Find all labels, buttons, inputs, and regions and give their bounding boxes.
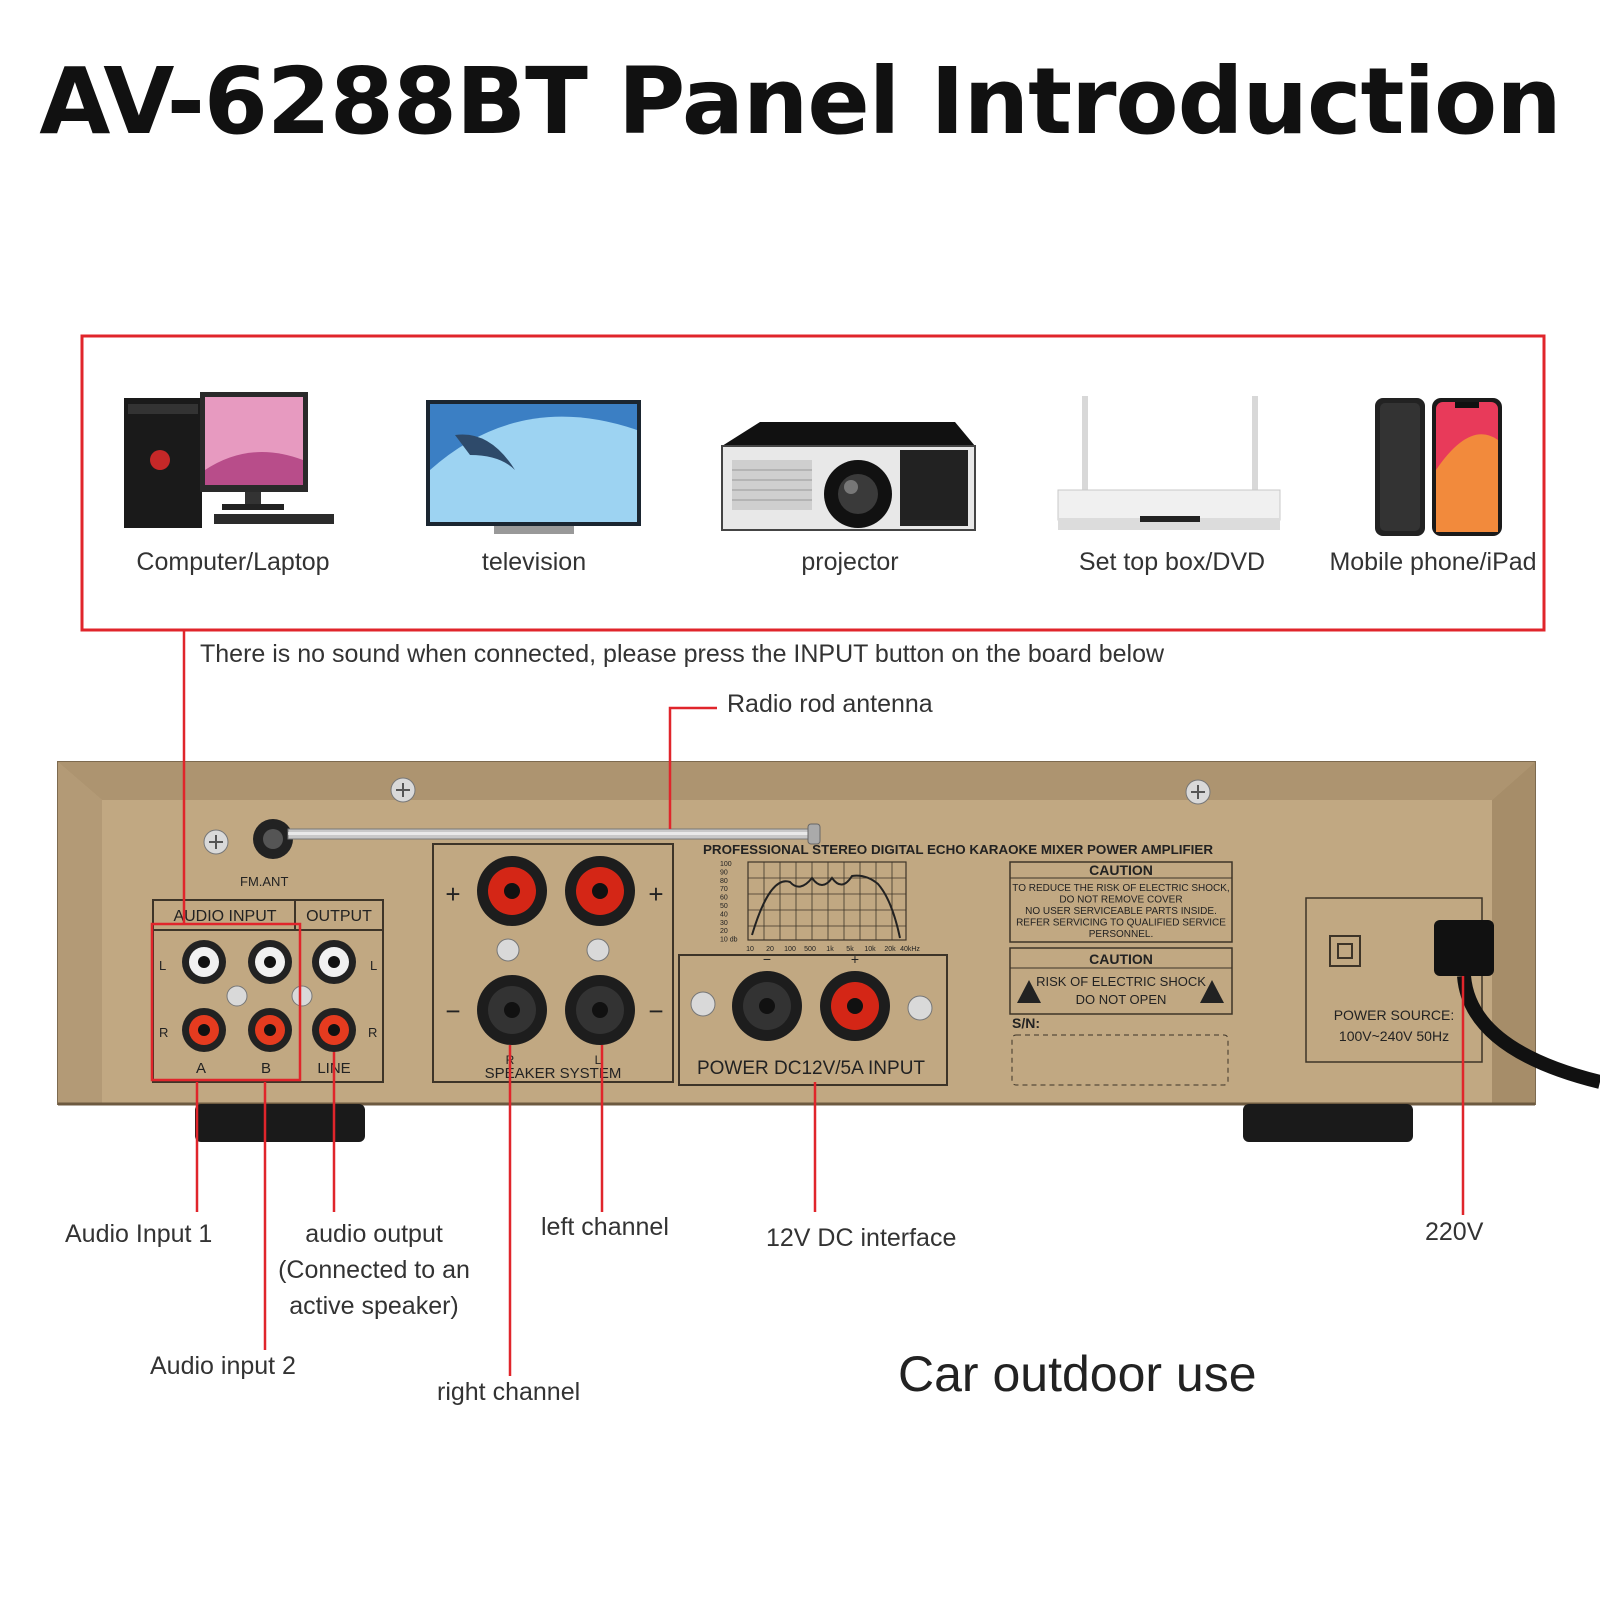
source-devices-frame (80, 334, 1546, 632)
rca-jack-output-right (312, 1008, 356, 1052)
audio-input-highlight (150, 922, 302, 1082)
jack-b-label: B (261, 1060, 271, 1077)
output-panel-label: OUTPUT (306, 908, 372, 925)
device-label-computer: Computer/Laptop (136, 548, 330, 576)
caution-1-line: TO REDUCE THE RISK OF ELECTRIC SHOCK, (1012, 883, 1229, 894)
mobile-phone-icon (1375, 398, 1502, 536)
television-icon (426, 400, 641, 534)
callout-leader-lines (150, 630, 1465, 1376)
freq-x-tick: 40kHz (900, 946, 920, 953)
plus-sign-left: + (445, 879, 460, 909)
freq-x-tick: 5k (846, 946, 854, 953)
freq-y-tick: 70 (720, 886, 728, 893)
speaker-terminal-right-negative (477, 975, 547, 1045)
caution-1-line: DO NOT REMOVE COVER (1059, 895, 1182, 906)
minus-sign-right: − (648, 996, 663, 1026)
freq-x-tick: 500 (804, 946, 816, 953)
callout-audio-input-2: Audio input 2 (150, 1352, 296, 1380)
rca-jack-output-left (312, 940, 356, 984)
callout-left-channel: left channel (541, 1213, 669, 1241)
jack-a-label: A (196, 1060, 206, 1077)
amplifier-back-panel (57, 761, 1600, 1142)
input-button-notice: There is no sound when connected, please… (200, 640, 1165, 668)
computer-icon (124, 392, 334, 528)
device-label-mobile-phone: Mobile phone/iPad (1329, 548, 1537, 576)
leader-antenna (668, 706, 717, 829)
car-outdoor-use-label: Car outdoor use (898, 1346, 1257, 1402)
caution-1-line: REFER SERVICING TO QUALIFIED SERVICE (1016, 918, 1226, 929)
dc-terminal-positive (820, 971, 890, 1041)
rca-jack-input-a-left (182, 940, 226, 984)
rca-jack-input-b-left (248, 940, 292, 984)
caution-text-1: TO REDUCE THE RISK OF ELECTRIC SHOCK,DO … (1012, 883, 1229, 940)
product-line-label: PROFESSIONAL STEREO DIGITAL ECHO KARAOKE… (703, 842, 1214, 857)
device-label-television: television (481, 548, 587, 576)
device-label-set-top-box: Set top box/DVD (1078, 548, 1266, 576)
speaker-system-label: SPEAKER SYSTEM (485, 1065, 622, 1082)
caution-2-line: DO NOT OPEN (1076, 992, 1167, 1007)
freq-y-tick: 60 (720, 895, 728, 902)
freq-x-tick: 20 (766, 946, 774, 953)
dc-terminal-negative (732, 971, 802, 1041)
freq-x-tick: 10k (864, 946, 876, 953)
output-r-label: R (368, 1025, 377, 1040)
freq-y-tick: 90 (720, 869, 728, 876)
speaker-terminal-right-positive (477, 856, 547, 926)
power-dc-label: POWER DC12V/5A INPUT (697, 1058, 925, 1079)
minus-sign-left: − (445, 996, 460, 1026)
freq-x-tick: 100 (784, 946, 796, 953)
callout-right-channel: right channel (437, 1378, 581, 1406)
caution-2-line: RISK OF ELECTRIC SHOCK (1036, 974, 1206, 989)
plus-sign-right: + (648, 879, 663, 909)
freq-x-tick: 20k (884, 946, 896, 953)
set-top-box-icon (1057, 396, 1281, 530)
channel-l-label: L (159, 958, 166, 973)
rca-jack-input-a-right (182, 1008, 226, 1052)
caution-title-1: CAUTION (1089, 862, 1153, 878)
power-source-line: 100V~240V 50Hz (1339, 1028, 1449, 1044)
audio-input-panel-label: AUDIO INPUT (173, 908, 276, 925)
freq-x-tick: 10 (746, 946, 754, 953)
caution-text-2: RISK OF ELECTRIC SHOCK DO NOT OPEN (1036, 974, 1206, 1007)
callout-audio-output-1: audio output (305, 1220, 443, 1248)
speaker-l-label: L (595, 1053, 602, 1067)
caution-1-line: NO USER SERVICEABLE PARTS INSIDE. (1025, 906, 1217, 917)
output-l-label: L (370, 958, 377, 973)
freq-y-tick: 80 (720, 878, 728, 885)
fm-ant-label: FM.ANT (240, 874, 288, 889)
serial-number-label: S/N: (1012, 1015, 1040, 1031)
callout-antenna: Radio rod antenna (727, 690, 933, 718)
freq-x-tick: 1k (826, 946, 834, 953)
callout-audio-output-3: active speaker) (289, 1292, 459, 1320)
device-label-projector: projector (801, 548, 899, 576)
dc-minus-label: − (763, 951, 771, 967)
freq-y-tick: 40 (720, 911, 728, 918)
caution-title-2: CAUTION (1089, 951, 1153, 967)
freq-y-tick: 10 db (720, 937, 738, 944)
callout-dc-interface: 12V DC interface (766, 1224, 957, 1252)
page-title: AV-6288BT Panel Introduction (39, 48, 1562, 155)
freq-y-tick: 50 (720, 903, 728, 910)
freq-x-ticks: 10 20 100 500 1k 5k 10k 20k 40kHz (746, 946, 920, 953)
dc-plus-label: + (851, 951, 859, 967)
freq-y-tick: 100 (720, 861, 732, 868)
speaker-terminal-left-negative (565, 975, 635, 1045)
speaker-terminal-left-positive (565, 856, 635, 926)
caution-1-line: PERSONNEL. (1089, 929, 1153, 940)
freq-y-tick: 20 (720, 928, 728, 935)
channel-r-label: R (159, 1025, 168, 1040)
callout-audio-input-1: Audio Input 1 (65, 1220, 213, 1248)
freq-y-tick: 30 (720, 920, 728, 927)
callout-220v: 220V (1425, 1218, 1484, 1246)
power-source-line: POWER SOURCE: (1334, 1007, 1455, 1023)
power-source-label: POWER SOURCE: 100V~240V 50Hz (1334, 1007, 1455, 1044)
projector-icon (721, 422, 976, 531)
rca-jack-input-b-right (248, 1008, 292, 1052)
callout-audio-output-2: (Connected to an (278, 1256, 470, 1284)
